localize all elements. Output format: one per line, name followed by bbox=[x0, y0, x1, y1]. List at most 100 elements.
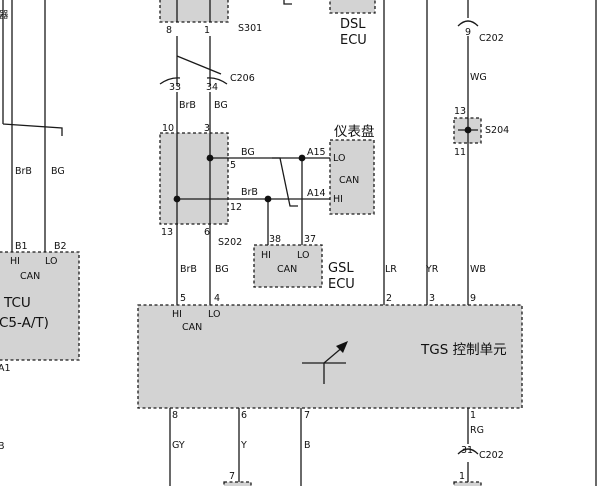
cluster-can-label: CAN bbox=[339, 175, 359, 186]
cluster-label: 仪表盘 bbox=[334, 123, 375, 140]
c202-top-label: C202 bbox=[479, 33, 504, 44]
pin-tgs-1: 1 bbox=[470, 410, 476, 421]
pin-s204-11: 11 bbox=[454, 147, 466, 158]
pin-tgs-3: 3 bbox=[429, 293, 435, 304]
s301-splice-box bbox=[159, 0, 229, 23]
gsl-lo-label: LO bbox=[297, 250, 309, 261]
c202-bottom-label: C202 bbox=[479, 450, 504, 461]
pin-tgs-2: 2 bbox=[386, 293, 392, 304]
pin-tgs-7: 7 bbox=[304, 410, 310, 421]
transistor-arrow-icon bbox=[336, 341, 348, 353]
tcu-hi-label: HI bbox=[10, 256, 20, 267]
pin-tgs-5: 5 bbox=[180, 293, 186, 304]
tcu-model-label: C5-A/T) bbox=[0, 315, 49, 331]
pin-cluster-a14: A14 bbox=[307, 188, 326, 199]
cluster-hi-label: HI bbox=[333, 194, 343, 205]
pin-s202-10: 10 bbox=[162, 123, 174, 134]
left-edge-connector bbox=[2, 120, 63, 136]
c206-arc-left bbox=[159, 77, 181, 85]
pin-s202-6: 6 bbox=[204, 227, 210, 238]
wire-color-tgs-can-r: BG bbox=[215, 264, 229, 275]
pin-cluster-a15: A15 bbox=[307, 147, 326, 158]
dsl-ecu-box bbox=[329, 0, 376, 14]
pin-gsl-37: 37 bbox=[304, 234, 316, 245]
s301-label: S301 bbox=[238, 23, 262, 34]
wire-color-wg: WG bbox=[470, 72, 487, 83]
pin-c206-34: 34 bbox=[206, 82, 218, 93]
pin-bottom-7: 7 bbox=[229, 471, 235, 482]
pin-c202-31: 31 bbox=[461, 445, 473, 456]
pin-tgs-9: 9 bbox=[470, 293, 476, 304]
wire-color-c206-left: BrB bbox=[179, 100, 196, 111]
wire-color-rg: RG bbox=[470, 425, 484, 436]
wire-color-b: B bbox=[304, 440, 311, 451]
pin-left-b: B bbox=[0, 441, 5, 452]
c206-link bbox=[176, 55, 222, 75]
pin-tcu-b2: B2 bbox=[54, 241, 67, 252]
cluster-lo-label: LO bbox=[333, 153, 345, 164]
pin-s204-13: 13 bbox=[454, 106, 466, 117]
pin-bottom-1: 1 bbox=[459, 471, 465, 482]
pin-s202-13: 13 bbox=[161, 227, 173, 238]
dsl-ecu-label: ECU bbox=[340, 33, 367, 48]
tcu-lo-label: LO bbox=[45, 256, 57, 267]
pin-tcu-b1: B1 bbox=[15, 241, 28, 252]
pin-c206-33: 33 bbox=[169, 82, 181, 93]
tgs-can-label: CAN bbox=[182, 322, 202, 333]
tgs-lo-label: LO bbox=[208, 309, 220, 320]
pin-tgs-8: 8 bbox=[172, 410, 178, 421]
pin-s202-3: 3 bbox=[204, 123, 210, 134]
wire-color-tcu-right: BG bbox=[51, 166, 65, 177]
tgs-hi-label: HI bbox=[172, 309, 182, 320]
twist-marker bbox=[272, 157, 298, 207]
c202-bottom-arc bbox=[457, 448, 479, 455]
gsl-label: GSL bbox=[328, 261, 354, 276]
pin-gsl-38: 38 bbox=[269, 234, 281, 245]
wire-color-splice-bg: BG bbox=[241, 147, 255, 158]
left-top-glyph: 器 bbox=[0, 10, 9, 21]
bottom-left-box bbox=[223, 481, 252, 486]
splice-dot-s204 bbox=[464, 126, 472, 134]
pin-tgs-6: 6 bbox=[241, 410, 247, 421]
wire-color-lr: LR bbox=[385, 264, 397, 275]
tcu-box bbox=[0, 251, 80, 361]
gsl-ecu-box bbox=[253, 244, 323, 288]
pin-s202-12: 12 bbox=[230, 202, 242, 213]
s202-splice-box bbox=[159, 132, 229, 225]
bottom-right-box bbox=[453, 481, 482, 486]
tcu-can-label: CAN bbox=[20, 271, 40, 282]
wire-color-y: Y bbox=[240, 440, 247, 451]
s204-label: S204 bbox=[485, 125, 509, 136]
splice-dot-a15 bbox=[298, 154, 306, 162]
splice-dot-a14 bbox=[264, 195, 272, 203]
tcu-label: TCU bbox=[3, 295, 31, 311]
wire-color-splice-brb: BrB bbox=[241, 187, 258, 198]
s301-top-bracket bbox=[283, 0, 292, 5]
splice-dot-brb bbox=[173, 195, 181, 203]
gsl-hi-label: HI bbox=[261, 250, 271, 261]
gsl-ecu-label: ECU bbox=[328, 277, 355, 292]
c206-label: C206 bbox=[230, 73, 255, 84]
tgs-control-unit-box bbox=[137, 304, 523, 409]
wire-color-tgs-can-l: BrB bbox=[180, 264, 197, 275]
wire-color-c206-right: BG bbox=[214, 100, 228, 111]
dsl-label: DSL bbox=[340, 17, 366, 32]
pin-s202-5: 5 bbox=[230, 160, 236, 171]
wire-color-yr: YR bbox=[425, 264, 439, 275]
cluster-box bbox=[329, 139, 375, 215]
wire-color-wb: WB bbox=[470, 264, 486, 275]
tgs-label: TGS 控制单元 bbox=[420, 342, 507, 358]
s202-label: S202 bbox=[218, 237, 242, 248]
pin-c202-9: 9 bbox=[465, 27, 471, 38]
c206-arc-right bbox=[206, 77, 228, 85]
wire-color-tcu-left: BrB bbox=[15, 166, 32, 177]
wire-color-gy: GY bbox=[172, 440, 185, 451]
pin-tgs-4: 4 bbox=[214, 293, 220, 304]
splice-dot-bg bbox=[206, 154, 214, 162]
pin-s301-1: 1 bbox=[204, 25, 210, 36]
pin-s301-8: 8 bbox=[166, 25, 172, 36]
pin-tcu-a1: A1 bbox=[0, 363, 11, 374]
gsl-can-label: CAN bbox=[277, 264, 297, 275]
c202-top-arc bbox=[457, 20, 479, 27]
